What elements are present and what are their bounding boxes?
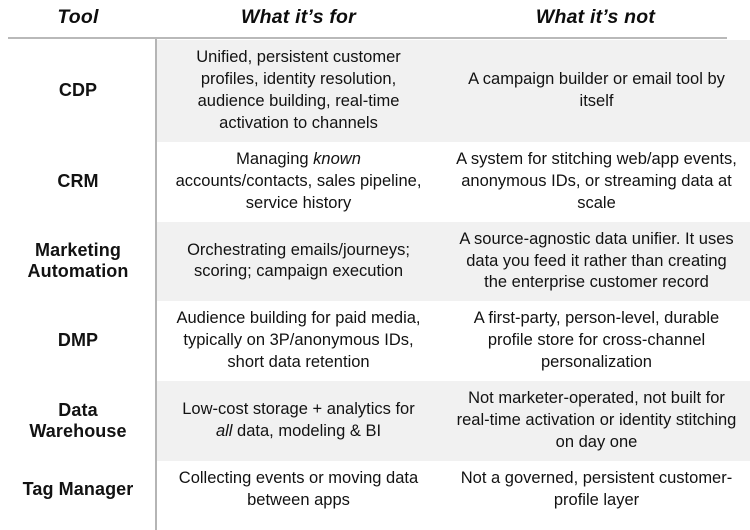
cell-what-its-for: Managing known accounts/contacts, sales …	[156, 141, 441, 222]
cell-what-its-for: Unified, persistent customer profiles, i…	[156, 40, 441, 142]
column-header-what-its-for: What it’s for	[156, 0, 441, 40]
cell-what-its-not: A campaign builder or email tool by itse…	[441, 40, 750, 142]
cell-what-its-not: A first-party, person-level, durable pro…	[441, 301, 750, 382]
header-row: Tool What it’s for What it’s not	[0, 0, 750, 40]
emphasized-text: known	[313, 149, 361, 168]
cell-what-its-for: Collecting events or moving data between…	[156, 461, 441, 519]
tool-column-divider	[155, 39, 157, 530]
column-header-what-its-not: What it’s not	[441, 0, 750, 40]
cell-what-its-not: Not marketer-operated, not built for rea…	[441, 381, 750, 461]
header-divider-rule	[8, 37, 727, 39]
cell-tool-name: DMP	[0, 301, 156, 382]
cell-what-its-not: Not a governed, persistent customer-prof…	[441, 461, 750, 519]
cell-tool-name: Marketing Automation	[0, 221, 156, 302]
cell-what-its-not: A source-agnostic data unifier. It uses …	[441, 221, 750, 302]
cell-tool-name: CDP	[0, 40, 156, 142]
cell-what-its-for: Audience building for paid media, typica…	[156, 301, 441, 382]
cell-tool-name: Data Warehouse	[0, 381, 156, 461]
emphasized-text: all	[215, 422, 233, 441]
cell-what-its-for: Orchestrating emails/journeys; scoring; …	[156, 221, 441, 302]
table-header: Tool What it’s for What it’s not	[0, 0, 750, 40]
cell-tool-name: CRM	[0, 141, 156, 222]
cell-tool-name: Tag Manager	[0, 461, 156, 519]
column-header-tool: Tool	[0, 0, 156, 40]
cell-what-its-not: A system for stitching web/app events, a…	[441, 141, 750, 222]
cell-what-its-for: Low-cost storage + analytics for all dat…	[156, 381, 441, 461]
